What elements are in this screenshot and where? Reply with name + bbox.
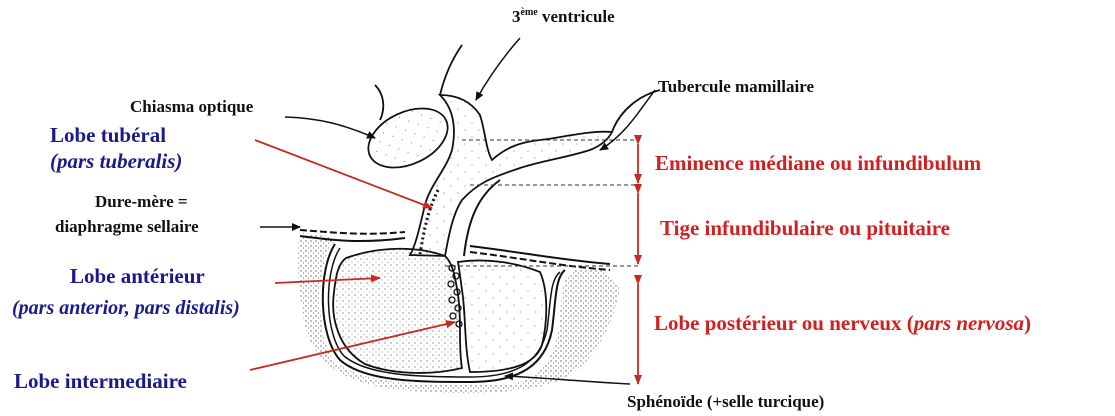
label-tubercule: Tubercule mamillaire — [658, 77, 814, 96]
third-ventricle-wall — [375, 85, 383, 120]
label-dure-mere-2: diaphragme sellaire — [55, 217, 199, 236]
label-lobe-intermediaire: Lobe intermediaire — [14, 369, 187, 393]
label-lobe-anterieur: Lobe antérieur — [70, 264, 205, 288]
label-lobe-tuberal: Lobe tubéral — [50, 123, 166, 147]
anterior-lobe — [333, 249, 462, 373]
posterior-lobe — [458, 260, 546, 372]
label-chiasma: Chiasma optique — [130, 97, 254, 116]
label-dure-mere-1: Dure-mère = — [95, 192, 188, 211]
label-sphenoide: Sphénoïde (+selle turcique) — [627, 392, 824, 411]
label-lobe-posterieur: Lobe postérieur ou nerveux (pars nervosa… — [654, 311, 1031, 335]
label-lobe-anterieur-latin: (pars anterior, pars distalis) — [12, 297, 240, 319]
label-tige: Tige infundibulaire ou pituitaire — [660, 216, 950, 240]
label-ventricle: 3ème ventricule — [512, 7, 615, 26]
label-lobe-tuberal-latin: (pars tuberalis) — [50, 149, 182, 173]
diaphragm-line — [300, 230, 405, 234]
label-eminence: Eminence médiane ou infundibulum — [655, 151, 982, 175]
